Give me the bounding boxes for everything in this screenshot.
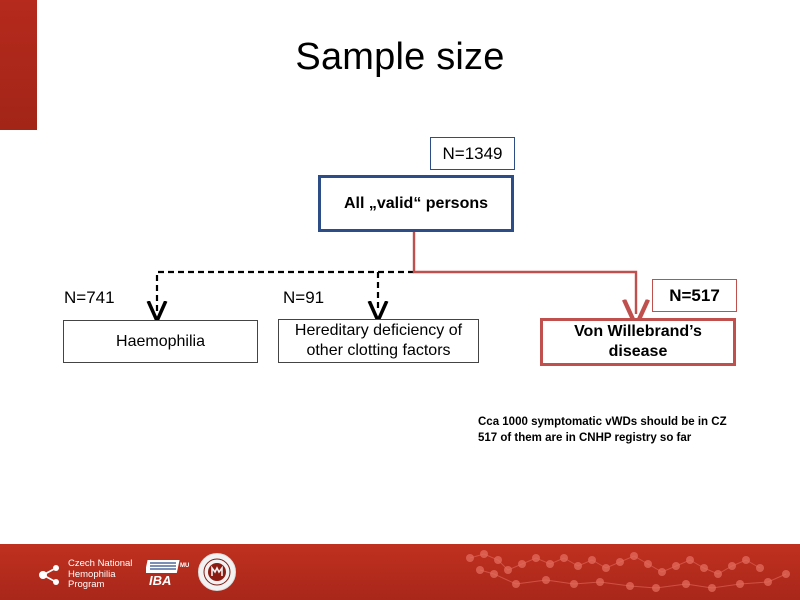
iba-logo: IBA MU [146, 560, 189, 588]
red-branch-line [412, 232, 636, 314]
root-count: N=1349 [442, 143, 503, 163]
haemophilia-label: Haemophilia [116, 332, 205, 350]
dashed-branch-line [157, 270, 414, 312]
brand-line1: Czech National [68, 558, 133, 569]
root-label: All „valid“ persons [343, 194, 489, 212]
other-factors-node: Hereditary deficiency of other clotting … [278, 319, 479, 363]
vwd-label-line1: Von Willebrand’s [574, 323, 702, 340]
vwd-count: N=517 [669, 285, 720, 305]
other-factors-label-line2: other clotting factors [306, 342, 451, 359]
root-node: All „valid“ persons [318, 175, 514, 232]
haemophilia-node: Haemophilia [63, 320, 258, 363]
mu-seal-icon [198, 553, 236, 591]
cnhp-brand-text: Czech National Hemophilia Program [68, 558, 133, 591]
root-count-box: N=1349 [430, 137, 515, 170]
brand-line2: Hemophilia [68, 568, 116, 580]
haemophilia-count: N=741 [64, 288, 115, 307]
other-factors-label-line1: Hereditary deficiency of [294, 322, 463, 339]
note-line1: Cca 1000 symptomatic vWDs should be in C… [478, 416, 727, 428]
network-logo-icon [39, 564, 59, 585]
vwd-node: Von Willebrand’s disease [540, 318, 736, 366]
note-line2: 517 of them are in CNHP registry so far [478, 432, 692, 444]
iba-superscript: MU [180, 563, 189, 569]
note-text: Cca 1000 symptomatic vWDs should be in C… [478, 414, 727, 446]
cnhp-brand: Czech National Hemophilia Program [38, 558, 133, 591]
other-factors-count: N=91 [283, 288, 325, 307]
corner-accent [0, 0, 37, 130]
footer-bar: Czech National Hemophilia Program IBA MU [0, 544, 800, 600]
vwd-label-line2: disease [608, 343, 668, 360]
vwd-count-box: N=517 [652, 279, 737, 312]
brand-line3: Program [68, 579, 105, 590]
iba-text: IBA [149, 573, 171, 588]
dots-pattern [466, 550, 790, 592]
slide-title: Sample size [295, 36, 505, 78]
